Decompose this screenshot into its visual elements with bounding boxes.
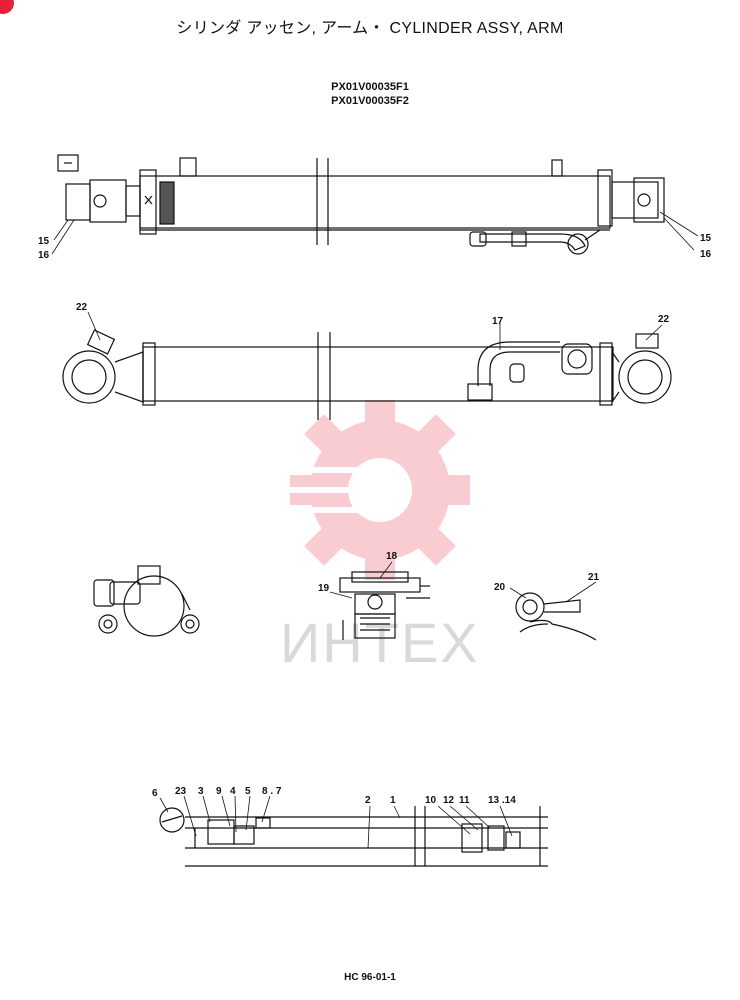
cylinder-view-top bbox=[57, 154, 665, 255]
callout-22-left: 22 bbox=[76, 302, 88, 313]
callout-8-7: 8 . 7 bbox=[262, 786, 282, 797]
callout-5: 5 bbox=[245, 786, 251, 797]
callout-19: 19 bbox=[318, 583, 330, 594]
leader-lines bbox=[51, 211, 699, 849]
page-code: HC 96-01-1 bbox=[344, 972, 396, 983]
section-view bbox=[159, 806, 548, 867]
part-number-2: PX01V00035F2 bbox=[331, 95, 409, 107]
callout-4: 4 bbox=[230, 786, 236, 797]
callout-21: 21 bbox=[588, 572, 600, 583]
callout-23: 23 bbox=[175, 786, 187, 797]
callout-17: 17 bbox=[492, 316, 504, 327]
callout-10: 10 bbox=[425, 795, 437, 806]
detail-end-view bbox=[93, 565, 200, 637]
callout-6: 6 bbox=[152, 788, 158, 799]
part-numbers: PX01V00035F1 PX01V00035F2 bbox=[0, 80, 740, 108]
callout-2: 2 bbox=[365, 795, 371, 806]
cylinder-view-bottom bbox=[62, 329, 672, 420]
callout-1: 1 bbox=[390, 795, 396, 806]
callout-13-14: 13 .14 bbox=[488, 795, 516, 806]
callout-15-right: 15 bbox=[700, 233, 712, 244]
callout-labels: 15 16 15 16 22 17 22 18 19 20 21 6 23 3 … bbox=[38, 233, 712, 806]
callout-16-left: 16 bbox=[38, 250, 50, 261]
callout-9: 9 bbox=[216, 786, 222, 797]
callout-3: 3 bbox=[198, 786, 204, 797]
detail-banjo-fitting bbox=[515, 592, 597, 641]
diagram-title: シリンダ アッセン, アーム・ CYLINDER ASSY, ARM bbox=[176, 20, 564, 37]
callout-18: 18 bbox=[386, 551, 398, 562]
callout-12: 12 bbox=[443, 795, 455, 806]
callout-15-left: 15 bbox=[38, 236, 50, 247]
watermark-logo bbox=[220, 400, 470, 580]
part-number-1: PX01V00035F1 bbox=[331, 81, 409, 93]
callout-11: 11 bbox=[459, 795, 470, 806]
callout-20: 20 bbox=[494, 582, 506, 593]
watermark-text: ИНТЕХ bbox=[280, 611, 480, 674]
callout-22-right: 22 bbox=[658, 314, 670, 325]
callout-16-right: 16 bbox=[700, 249, 712, 260]
corner-badge bbox=[0, 0, 14, 14]
